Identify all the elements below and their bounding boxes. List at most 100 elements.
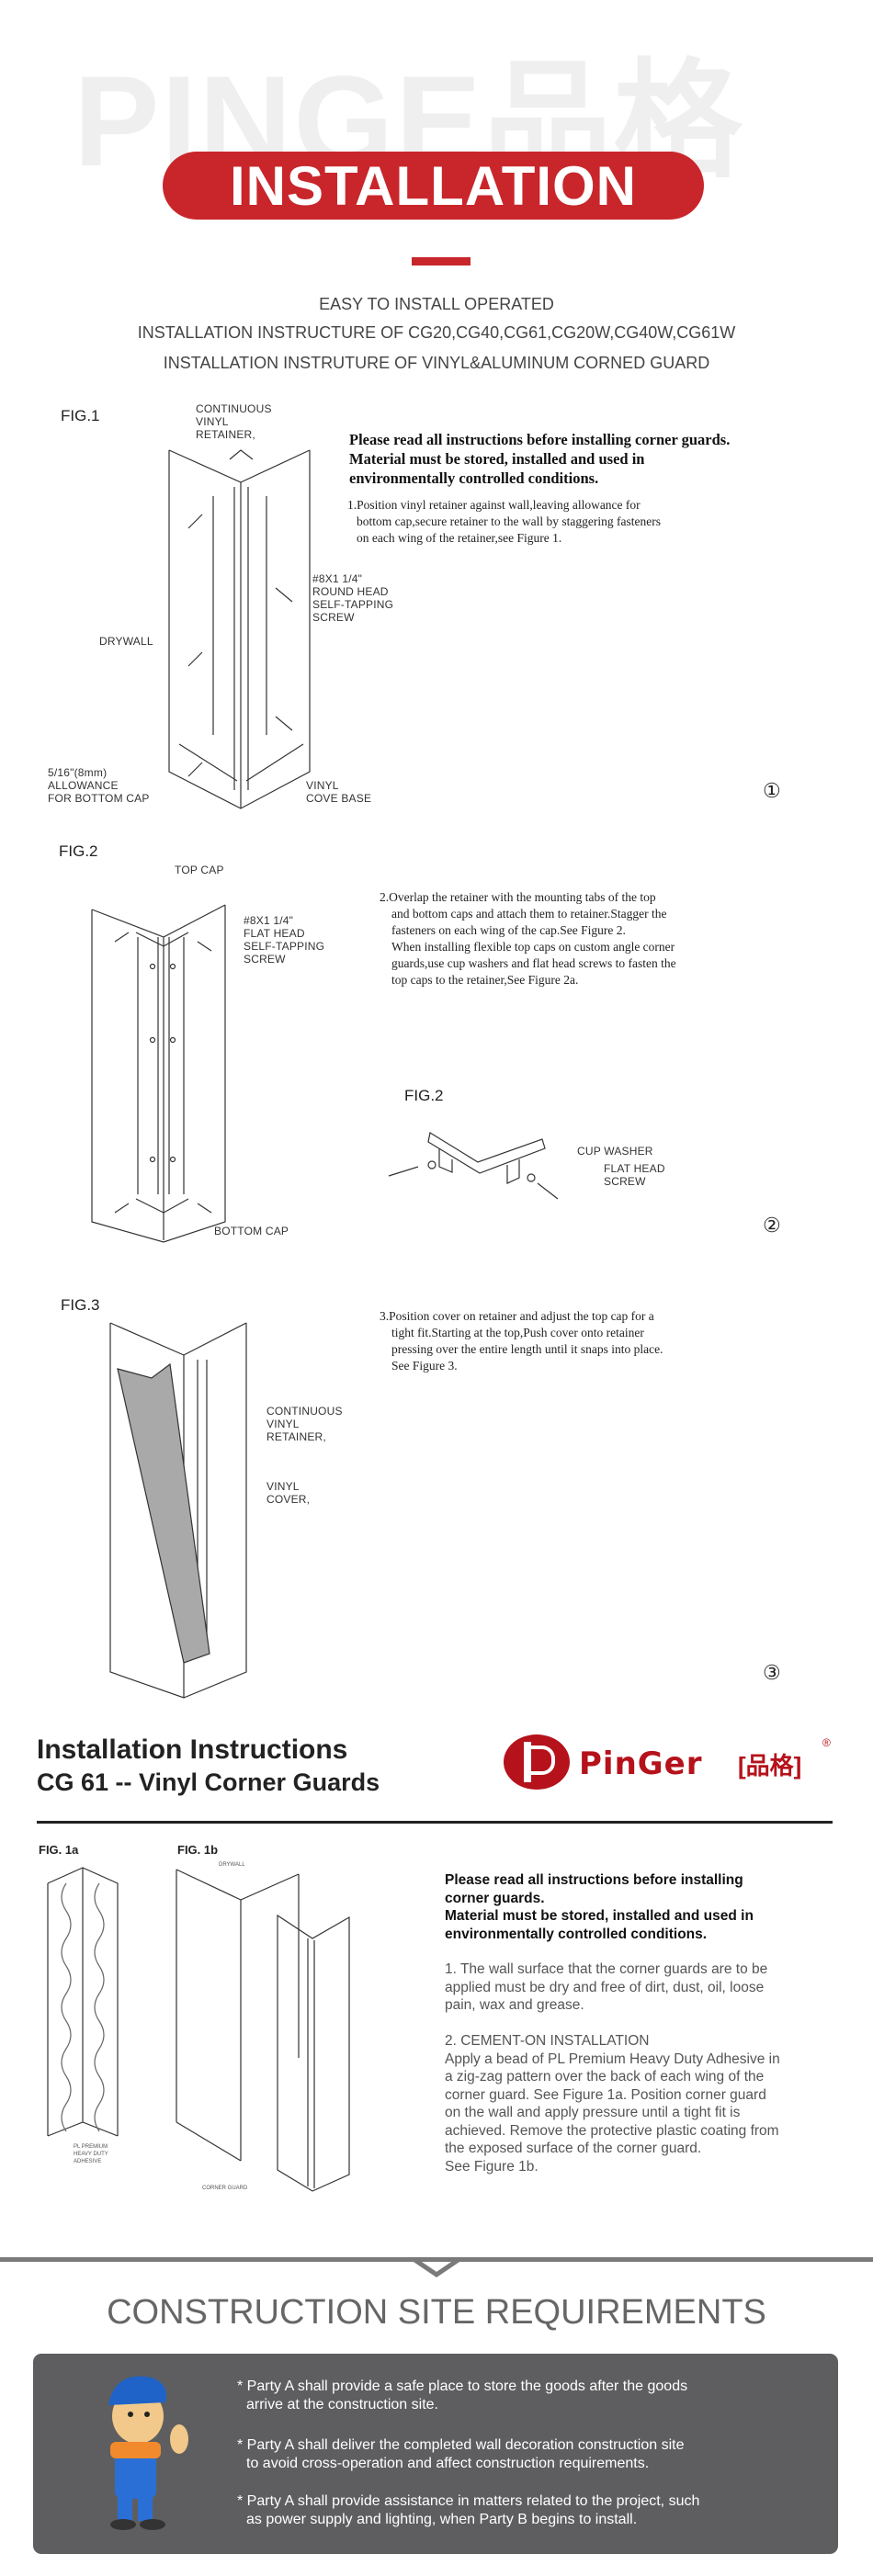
label-line: CONTINUOUS — [196, 402, 272, 415]
fig2-title: FIG.2 — [59, 842, 98, 860]
step-line: pressing over the entire length until it… — [391, 1342, 663, 1356]
fig2a-title: FIG.2 — [404, 1087, 444, 1104]
pinger-logo-mark — [504, 1734, 570, 1790]
fig1b-label-drywall: DRYWALL — [219, 1862, 245, 1868]
fig1-intro: Please read all instructions before inst… — [349, 430, 730, 488]
step-line: Apply a bead of PL Premium Heavy Duty Ad… — [445, 2051, 780, 2067]
fig2-label-screw: #8X1 1/4" FLAT HEAD SELF-TAPPING SCREW — [244, 914, 324, 966]
cg61-step1: 1. The wall surface that the corner guar… — [445, 1960, 767, 2015]
step-line: bottom cap,secure retainer to the wall b… — [357, 514, 662, 528]
label-line: VINYL — [266, 1418, 300, 1430]
label-line: SCREW — [604, 1175, 646, 1188]
label-line: FLAT HEAD — [244, 927, 305, 940]
intro-line: Material must be stored, installed and u… — [349, 450, 645, 468]
requirement-line: * Party A shall provide assistance in ma… — [237, 2493, 700, 2509]
label-line: #8X1 1/4" — [312, 572, 363, 585]
requirement-item: * Party A shall provide assistance in ma… — [237, 2492, 699, 2529]
step-line: 1. The wall surface that the corner guar… — [445, 1961, 768, 1977]
step-line: on the wall and apply pressure until a t… — [445, 2105, 741, 2120]
title-pill — [163, 152, 704, 220]
fig2-step: 2.Overlap the retainer with the mounting… — [380, 889, 676, 989]
fig1a-adhesive-drawing — [47, 1867, 119, 2137]
label-line: CONTINUOUS — [266, 1405, 343, 1418]
cg61-step2: 2. CEMENT-ON INSTALLATION Apply a bead o… — [445, 2032, 780, 2175]
fig1b-title: FIG. 1b — [177, 1843, 219, 1857]
label-line: VINYL — [306, 779, 339, 792]
fig3-corner-drawing — [109, 1322, 247, 1699]
requirement-line: as power supply and lighting, when Party… — [246, 2512, 638, 2527]
label-line: ROUND HEAD — [312, 585, 389, 598]
step-line: on each wing of the retainer,see Figure … — [357, 531, 562, 545]
fig1b-label-corner-guard: CORNER GUARD — [202, 2186, 248, 2191]
requirement-line: arrive at the construction site. — [246, 2397, 438, 2412]
label-line: SCREW — [312, 611, 355, 624]
requirement-line: * Party A shall deliver the completed wa… — [237, 2437, 685, 2453]
step-line: the exposed surface of the corner guard. — [445, 2141, 702, 2156]
label-line: #8X1 1/4" — [244, 914, 294, 927]
step-line: and bottom caps and attach them to retai… — [391, 907, 667, 921]
fig1b-corner-drawing — [176, 1869, 350, 2192]
cg61-title: Installation Instructions — [37, 1734, 348, 1765]
subtitle-line: INSTALLATION INSTRUTURE OF VINYL&ALUMINU… — [163, 354, 710, 372]
step-number-2: ② — [763, 1214, 781, 1237]
step-line: 1.Position vinyl retainer against wall,l… — [347, 498, 641, 512]
fig3-label-retainer: CONTINUOUS VINYL RETAINER, — [266, 1405, 343, 1443]
step-number-3: ③ — [763, 1661, 781, 1684]
fig1-label-screw: #8X1 1/4" ROUND HEAD SELF-TAPPING SCREW — [312, 572, 393, 624]
requirement-line: * Party A shall provide a safe place to … — [237, 2378, 688, 2394]
step-number-1: ① — [763, 779, 781, 802]
step-line: achieved. Remove the protective plastic … — [445, 2122, 779, 2139]
subtitle-line: EASY TO INSTALL OPERATED — [319, 295, 554, 313]
label-line: ADHESIVE — [74, 2159, 102, 2164]
step-line: corner guard. See Figure 1a. Position co… — [445, 2086, 766, 2103]
cg61-intro: Please read all instructions before inst… — [445, 1871, 754, 1943]
fig1-label-allowance: 5/16"(8mm) ALLOWANCE FOR BOTTOM CAP — [48, 766, 150, 805]
fig3-title: FIG.3 — [61, 1296, 100, 1314]
fig1a-label-adhesive: PL PREMIUM HEAVY DUTY ADHESIVE — [74, 2143, 108, 2165]
label-line: COVER, — [266, 1493, 311, 1506]
label-line: FLAT HEAD — [604, 1162, 665, 1175]
requirement-item: * Party A shall deliver the completed wa… — [237, 2436, 684, 2473]
pinger-logo-cn: [品格] — [738, 1752, 802, 1779]
fig2-label-cup-washer: CUP WASHER — [577, 1145, 653, 1158]
step-line: applied must be dry and free of dirt, du… — [445, 1979, 765, 1995]
intro-line: environmentally controlled conditions. — [445, 1926, 708, 1942]
step-line: pain, wax and grease. — [445, 1997, 584, 2013]
label-line: ALLOWANCE — [48, 779, 119, 792]
pinger-logo-text: PinGer — [579, 1746, 703, 1782]
fig2-label-bottom-cap: BOTTOM CAP — [214, 1225, 289, 1237]
fig1-step: 1.Position vinyl retainer against wall,l… — [347, 497, 661, 547]
fig2-corner-drawing — [91, 904, 226, 1243]
step-line: fasteners on each wing of the cap.See Fi… — [391, 923, 626, 937]
cg61-subtitle: CG 61 -- Vinyl Corner Guards — [37, 1768, 380, 1796]
requirements-panel — [33, 2354, 838, 2554]
fig1-label-drywall: DRYWALL — [99, 635, 153, 648]
step-line: 3.Position cover on retainer and adjust … — [380, 1309, 654, 1323]
label-line: RETAINER, — [266, 1430, 326, 1443]
section-separator — [0, 2257, 873, 2262]
fig1-label-retainer: CONTINUOUS VINYL RETAINER, — [196, 402, 272, 441]
step-line: See Figure 1b. — [445, 2158, 539, 2175]
label-line: VINYL — [196, 415, 229, 428]
label-line: SCREW — [244, 953, 286, 966]
label-line: SELF-TAPPING — [312, 598, 394, 611]
label-line: HEAVY DUTY — [74, 2152, 108, 2157]
step-line: top caps to the retainer,See Figure 2a. — [391, 973, 579, 987]
page-title: INSTALLATION — [229, 155, 638, 217]
fig3-step: 3.Position cover on retainer and adjust … — [380, 1308, 663, 1374]
fig2-label-flat-head: FLAT HEAD SCREW — [604, 1162, 665, 1188]
intro-line: Please read all instructions before inst… — [349, 431, 731, 448]
label-line: RETAINER, — [196, 428, 255, 441]
fig2-label-top-cap: TOP CAP — [175, 864, 224, 876]
fig1a-title: FIG. 1a — [39, 1843, 79, 1857]
intro-line: Please read all instructions before inst… — [445, 1872, 743, 1888]
fig2a-cap-drawing — [388, 1132, 559, 1200]
label-line: COVE BASE — [306, 792, 372, 805]
intro-line: environmentally controlled conditions. — [349, 469, 599, 487]
accent-divider — [412, 257, 471, 266]
label-line: PL PREMIUM — [74, 2144, 108, 2150]
step-line: guards,use cup washers and flat head scr… — [391, 956, 676, 970]
intro-line: corner guards. — [445, 1890, 545, 1906]
step-line: tight fit.Starting at the top,Push cover… — [391, 1326, 644, 1339]
